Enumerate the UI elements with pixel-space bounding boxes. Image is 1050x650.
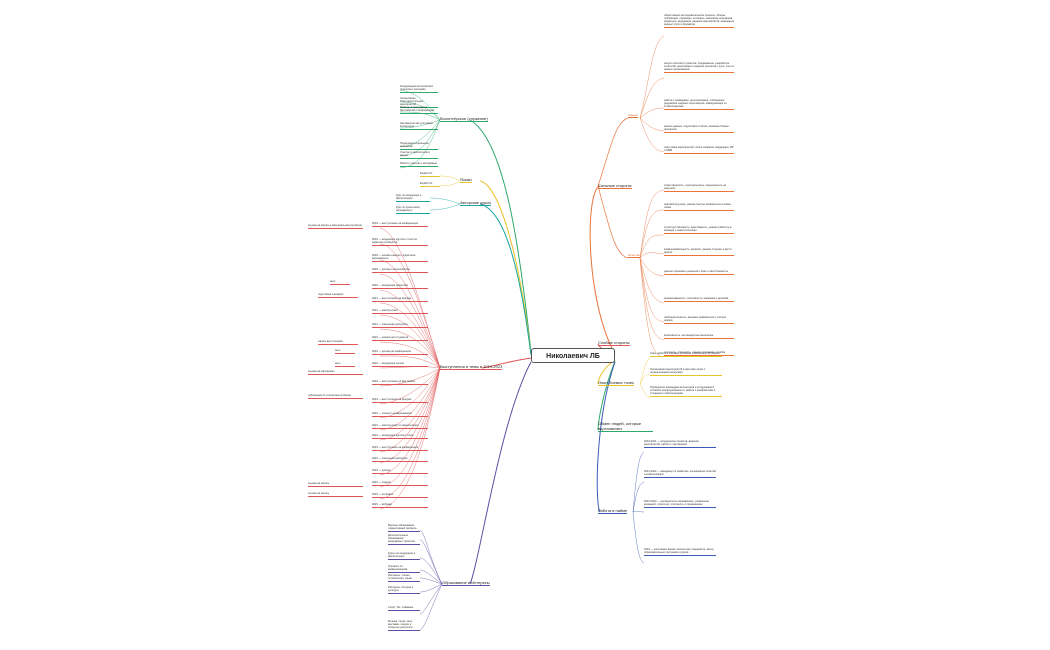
volunteer-leaf: Участие в экологических акциях (400, 151, 438, 159)
speech-leaf: 2022 — лекция для студентов (372, 336, 428, 341)
strong-quality-leaf: ответственность, пунктуальность, нацелен… (664, 184, 734, 192)
link-author (479, 203, 532, 356)
strong-quality-leaf: любознательность, желание развиваться и … (664, 316, 734, 324)
volunteer-leaf: Наставничество для новых волонтёров (400, 122, 438, 130)
work-leaf: 2022-2023 — руководитель направления, уп… (644, 500, 716, 508)
hard-leaf: Руководство командами волонтёров и сотру… (650, 386, 722, 397)
volunteer-leaf: Координация волонтёрских проектов и прог… (400, 85, 438, 93)
speech-note: ссылка на запись (308, 482, 363, 487)
speech-note: ссылка на запись (308, 492, 363, 497)
volunteer-leaf: Организация благотворительных мероприяти… (400, 97, 438, 108)
link-languages (479, 180, 532, 355)
link-strong-qualities (597, 185, 629, 259)
branch-work[interactable]: Работа в найме (598, 508, 628, 514)
strong-skill-leaf: запуск событий и проектов, продвижение, … (664, 62, 734, 73)
strong-quality-leaf: честность, открытость, умение признавать… (664, 351, 734, 356)
branch-education[interactable]: Образование и Интересы (442, 580, 490, 586)
speech-note: публикация по итогам выступления (308, 394, 363, 399)
speech-leaf: 2023 — интервью (372, 493, 428, 498)
strong-skill-leaf: работа с командами, делегирование, соблю… (664, 99, 734, 110)
branch-speeches[interactable]: Выступления и темы в 2019-2023 (440, 364, 503, 370)
hard-leaf: Опыт работы в сложных условиях и кризисн… (650, 352, 722, 357)
volunteer-leaf: Работа с детьми и молодёжью (400, 162, 438, 167)
education-leaf: Курсы по модерации и фасилитации (388, 552, 420, 560)
volunteer-leaf: Помощь в проведении фестивалей и конфере… (400, 106, 438, 114)
branch-volunteer[interactable]: Волонтёрское (служение) (440, 116, 488, 122)
hard-leaf: Организация мероприятий в короткие сроки… (650, 368, 722, 376)
speech-leaf: 2021 — панельная дискуссия (372, 323, 428, 328)
strong-quality-leaf: креативность, нестандартное мышление (664, 334, 734, 339)
education-leaf: Интересы: чтение, путешествия, языки (388, 574, 420, 582)
speech-note: ссылка на запись и материалы выступления (308, 224, 363, 229)
strong-quality-leaf: умение принимать решения и брать ответст… (664, 270, 734, 275)
link-strong-skills (597, 117, 629, 187)
root-node[interactable]: Николаевич ЛБ (531, 348, 615, 363)
speech-leaf: 2021 — выступление на форуме (372, 297, 428, 302)
author-leaf: Курс по проектному менеджменту (396, 206, 430, 214)
work-leaf: 2021-2022 — менеджер по развитию, органи… (644, 470, 716, 478)
speech-leaf: 2020 — онлайн-лекция о проектном менеджм… (372, 254, 428, 262)
strong-quality-leaf: стрессоустойчивость, адаптивность, умени… (664, 226, 734, 234)
speech-note: англ. (335, 362, 355, 367)
speech-note: ссылка на материалы (308, 370, 363, 375)
branch-languages[interactable]: Языки (460, 177, 472, 183)
speech-leaf: 2023 — выступление на форуме (372, 398, 428, 403)
branch-hard[interactable]: Опыт боевых точек (598, 380, 634, 386)
sub-qualities[interactable]: Качества (628, 253, 640, 258)
link-volunteer (469, 119, 532, 353)
branch-help[interactable]: Обмен людей, которые вдохновляют (598, 421, 653, 432)
speech-note: запись выступления (318, 340, 358, 345)
strong-quality-leaf: широкий кругозор, умение быстро разбират… (664, 203, 734, 211)
speech-leaf: 2022 — доклад на конференции (372, 350, 428, 355)
strong-skill-leaf: анализ данных, подготовка отчётов, описа… (664, 125, 734, 133)
language-leaf: English C1 (420, 172, 440, 177)
link-work (596, 361, 616, 513)
speech-note: англ. (335, 349, 355, 354)
speech-leaf: 2021 — мастер-класс (372, 309, 428, 314)
speech-leaf: 2023 — мастер-класс по фасилитации (372, 424, 428, 429)
language-leaf: English C1 (420, 182, 440, 187)
branch-author[interactable]: Авторские курсы (460, 200, 492, 206)
education-leaf: Дополнительное образование: менеджмент п… (388, 534, 420, 545)
speech-note: англ. (330, 280, 350, 285)
speech-leaf: 2020 — модерация дискуссии (372, 284, 428, 289)
strong-skill-leaf: подготовка мероприятий, поиск спикеров, … (664, 146, 734, 154)
education-leaf: Спорт: бег, плавание (388, 606, 420, 611)
speech-leaf: 2023 — вебинар (372, 503, 428, 508)
link-help (597, 360, 616, 431)
speech-leaf: 2023 — подкаст (372, 481, 428, 486)
speech-leaf: 2019 — модерация круглого стола по разви… (372, 238, 428, 246)
speech-leaf: 2019 — выступление на конференции (372, 222, 428, 227)
speech-leaf: 2022 — выступление на фестивале (372, 380, 428, 385)
branch-strong[interactable]: Сильные стороны (598, 183, 632, 189)
education-leaf: Высшее образование: гуманитарный профиль (388, 524, 420, 532)
strong-skill-leaf: общественно-исследовательские проекты, о… (664, 14, 734, 28)
education-leaf: Интересы: история и культура (388, 586, 420, 594)
education-leaf: Музыка, театр, кино, выставки, лекции и … (388, 620, 420, 631)
author-leaf: Курс по модерации и фасилитации (396, 194, 430, 202)
speech-leaf: 2023 — панельная дискуссия (372, 457, 428, 462)
work-leaf: 2023 — настоящее время: консультант, мод… (644, 548, 716, 556)
speech-leaf: 2023 — выступление на конференции (372, 446, 428, 451)
link-speeches (481, 357, 532, 369)
speech-leaf: 2023 — доклад (372, 469, 428, 474)
link-strong (589, 185, 616, 355)
volunteer-leaf: Поддержка социальных инициатив (400, 142, 438, 150)
branch-weak[interactable]: Слабые стороны (598, 340, 630, 346)
speech-leaf: 2023 — модерация круглого стола (372, 434, 428, 439)
speech-leaf: 2020 — доклад о волонтёрстве (372, 268, 428, 273)
speech-leaf: 2023 — лекция о коммуникациях (372, 412, 428, 417)
link-education (469, 361, 532, 585)
education-leaf: Тренинги по коммуникациям (388, 565, 420, 573)
strong-quality-leaf: организованность, системность, внимание … (664, 297, 734, 302)
strong-quality-leaf: коммуникабельность, эмпатия, умение слуш… (664, 248, 734, 256)
work-leaf: 2019-2021 — координатор проектов, ведени… (644, 440, 716, 448)
speech-note: подготовка сценария (318, 293, 358, 298)
sub-skills[interactable]: Навыки (628, 113, 638, 118)
speech-leaf: 2022 — модерация сессии (372, 362, 428, 367)
